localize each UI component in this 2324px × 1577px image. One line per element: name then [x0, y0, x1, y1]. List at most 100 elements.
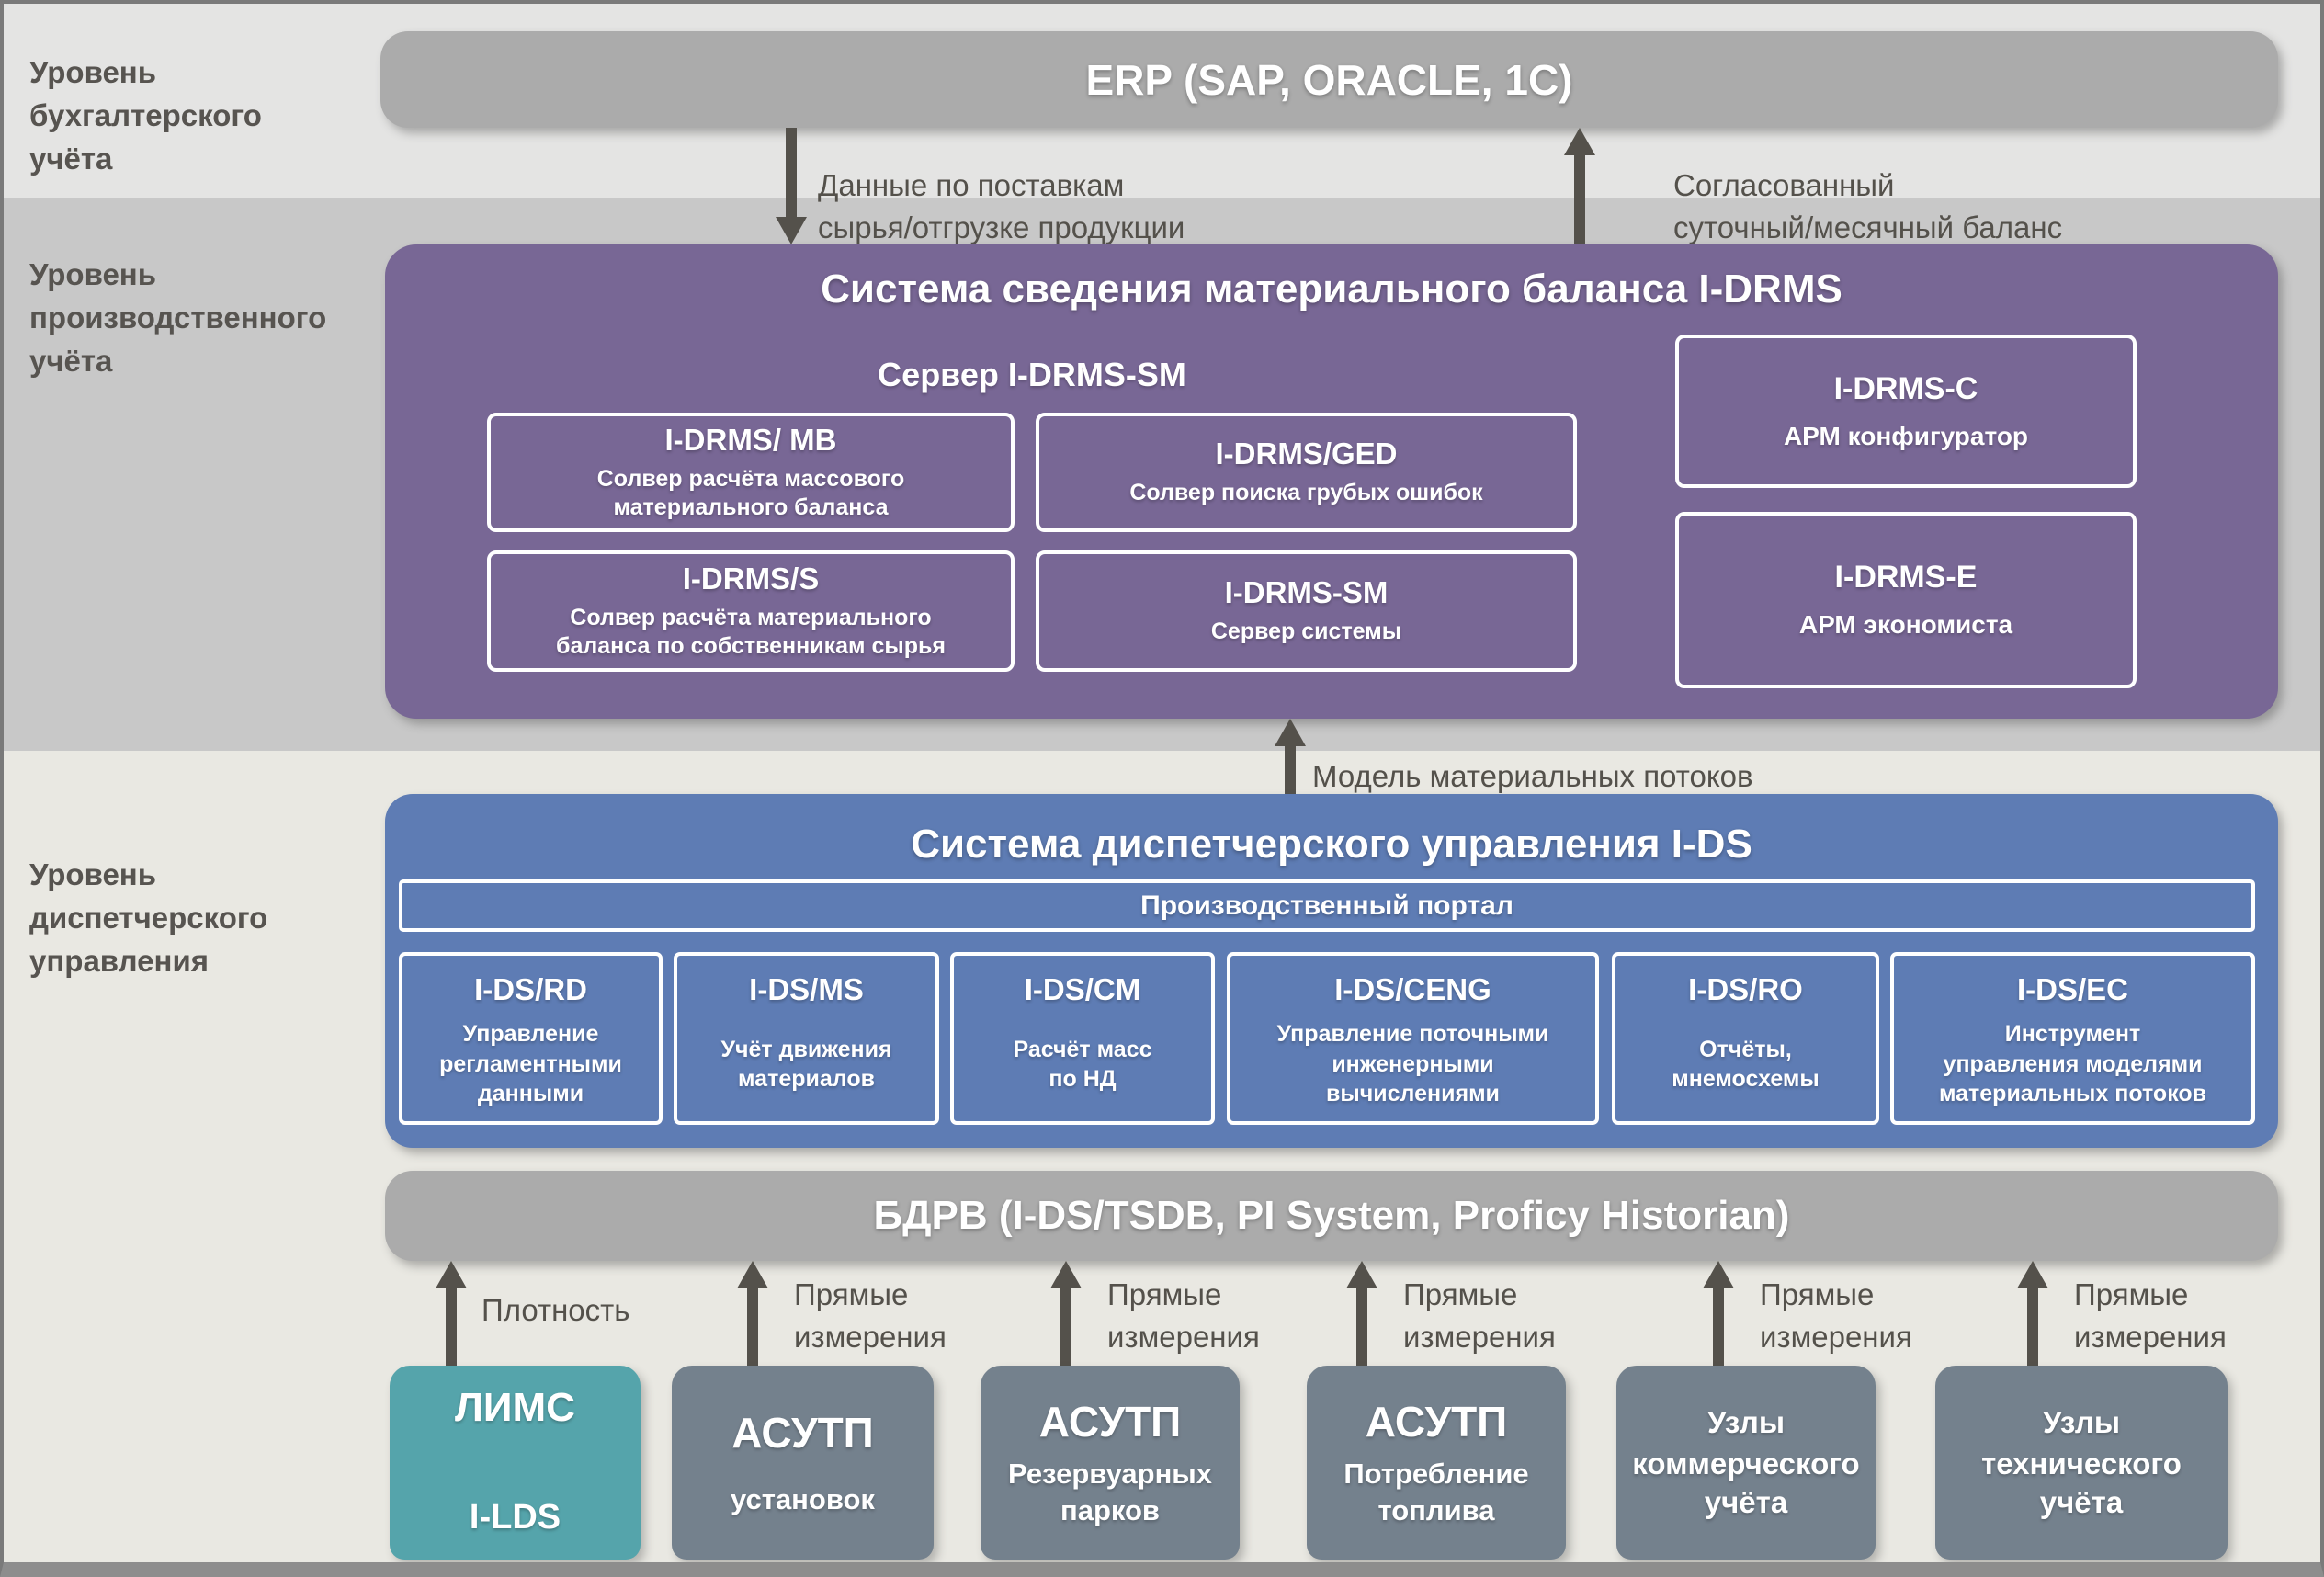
arrow-head — [737, 1261, 768, 1288]
module-code: I-DS/CENG — [1334, 972, 1491, 1006]
ids-module-ec: I-DS/EC Инструмент управления моделями м… — [1890, 952, 2255, 1125]
arrow-up-icon — [736, 1261, 769, 1366]
ids-module-ro: I-DS/RO Отчёты, мнемосхемы — [1612, 952, 1879, 1125]
module-code: I-DS/RO — [1688, 972, 1803, 1006]
ids-module-ms: I-DS/MS Учёт движения материалов — [674, 952, 939, 1125]
ids-module-ceng: I-DS/CENG Управление поточными инженерны… — [1227, 952, 1599, 1125]
idrms-module-mb: I-DRMS/ MB Солвер расчёта массового мате… — [487, 413, 1015, 532]
portal-label: Производственный портал — [1140, 890, 1513, 921]
source-title: Узлы — [1707, 1404, 1785, 1439]
module-code: I-DRMS-E — [1834, 560, 1978, 595]
module-desc: Расчёт масс по НД — [1013, 1036, 1152, 1093]
module-code: I-DRMS/S — [682, 561, 820, 596]
source-box-lims: ЛИМС I-LDS — [390, 1366, 641, 1560]
flow-label-model: Модель материальных потоков — [1312, 759, 1753, 793]
module-code: I-DRMS/ MB — [664, 422, 837, 457]
source-box-technical-metering: Узлы технического учёта — [1935, 1366, 2228, 1560]
module-desc: АРМ экономиста — [1798, 610, 2013, 639]
source-arrow-label-asutp-fuel: Прямые измерения — [1403, 1277, 1556, 1354]
module-code: I-DS/MS — [749, 972, 864, 1006]
idrms-module-ged: I-DRMS/GED Солвер поиска грубых ошибок — [1036, 413, 1577, 532]
module-desc: Солвер поиска грубых ошибок — [1129, 480, 1483, 506]
idrms-module-s: I-DRMS/S Солвер расчёта материального ба… — [487, 550, 1015, 672]
flow-label-idrms-to-erp: Согласованный суточный/месячный баланс — [1673, 168, 2063, 244]
source-box-asutp-fuel: АСУТП Потребление топлива — [1307, 1366, 1566, 1560]
arrow-stem — [1285, 743, 1296, 794]
module-code: I-DRMS/GED — [1215, 437, 1398, 471]
source-title: ЛИМС — [455, 1385, 575, 1431]
source-arrow-label-commercial: Прямые измерения — [1760, 1277, 1912, 1354]
source-arrow-label-asutp-tanks: Прямые измерения — [1107, 1277, 1260, 1354]
source-box-commercial-metering: Узлы коммерческого учёта — [1616, 1366, 1876, 1560]
module-desc: Отчёты, мнемосхемы — [1672, 1036, 1820, 1093]
arrow-down-icon — [775, 128, 808, 244]
idrms-server-label: Сервер I-DRMS-SM — [878, 356, 1186, 393]
source-title: АСУТП — [1365, 1397, 1508, 1446]
arrow-head — [1703, 1261, 1734, 1288]
module-desc: Управление поточными инженерными вычисле… — [1276, 1021, 1549, 1107]
idrms-title: Система сведения материального баланса I… — [821, 267, 1842, 312]
arrow-head — [1050, 1261, 1082, 1288]
flow-label-erp-to-idrms: Данные по поставкам сырья/отгрузке проду… — [818, 168, 1185, 244]
module-desc: Солвер расчёта материального баланса по … — [556, 604, 946, 659]
source-subtitle: I-LDS — [469, 1498, 561, 1537]
arrow-up-icon — [1563, 128, 1596, 244]
source-title: АСУТП — [1038, 1397, 1182, 1446]
module-code: I-DRMS-C — [1833, 370, 1978, 406]
idrms-box: Система сведения материального баланса I… — [385, 244, 2278, 719]
source-subtitle: Потребление топлива — [1343, 1457, 1529, 1526]
idrms-module-sm: I-DRMS-SM Сервер системы — [1036, 550, 1577, 672]
source-arrow-label-lims: Плотность — [482, 1293, 630, 1327]
arrow-head — [1564, 128, 1595, 155]
level-label-dispatch: Уровень диспетчерского управления — [29, 857, 268, 978]
module-code: I-DS/CM — [1024, 972, 1141, 1006]
arrow-head — [1275, 719, 1306, 746]
arrow-stem — [1356, 1285, 1367, 1366]
ids-module-rd: I-DS/RD Управление регламентными данными — [399, 952, 663, 1125]
production-portal-bar: Производственный портал — [399, 879, 2255, 932]
arrow-up-icon — [2016, 1261, 2049, 1366]
level-label-accounting: Уровень бухгалтерского учёта — [29, 55, 262, 176]
arrow-stem — [2027, 1285, 2038, 1366]
idrms-workstation-configurator: I-DRMS-C АРМ конфигуратор — [1675, 335, 2137, 488]
arrow-up-icon — [1274, 719, 1307, 794]
module-desc: Сервер системы — [1210, 618, 1402, 645]
ids-module-cm: I-DS/CM Расчёт масс по НД — [950, 952, 1215, 1125]
level-label-production: Уровень производственного учёта — [29, 257, 327, 378]
source-subtitle: технического учёта — [1981, 1446, 2182, 1519]
erp-title: ERP (SAP, ORACLE, 1C) — [1085, 55, 1573, 104]
arrow-up-icon — [1049, 1261, 1083, 1366]
arrow-stem — [786, 128, 797, 221]
bdrv-title: БДРВ (I-DS/TSDB, PI System, Proficy Hist… — [873, 1193, 1790, 1238]
source-subtitle: установок — [731, 1482, 875, 1515]
module-desc: АРМ конфигуратор — [1783, 421, 2029, 450]
source-box-asutp-tanks: АСУТП Резервуарных парков — [981, 1366, 1240, 1560]
module-desc: Солвер расчёта массового материального б… — [596, 465, 905, 520]
arrow-stem — [1574, 152, 1585, 244]
bdrv-bar: БДРВ (I-DS/TSDB, PI System, Proficy Hist… — [385, 1171, 2278, 1261]
source-arrow-label-technical: Прямые измерения — [2074, 1277, 2227, 1354]
source-subtitle: Резервуарных парков — [1007, 1457, 1213, 1526]
ids-title: Система диспетчерского управления I-DS — [911, 822, 1752, 867]
arrow-up-icon — [1345, 1261, 1378, 1366]
arrow-head — [2017, 1261, 2048, 1288]
module-desc: Учёт движения материалов — [720, 1036, 892, 1093]
source-subtitle: коммерческого учёта — [1632, 1446, 1860, 1519]
arrow-up-icon — [435, 1261, 468, 1366]
source-title: Узлы — [2043, 1404, 2120, 1439]
arrow-head — [776, 217, 807, 244]
source-arrow-label-asutp-units: Прямые измерения — [794, 1277, 947, 1354]
module-code: I-DS/RD — [474, 972, 587, 1006]
arrow-up-icon — [1702, 1261, 1735, 1366]
arrow-stem — [1060, 1285, 1071, 1366]
arrow-head — [436, 1261, 467, 1288]
module-code: I-DRMS-SM — [1224, 575, 1389, 610]
erp-box: ERP (SAP, ORACLE, 1C) — [380, 31, 2278, 128]
module-code: I-DS/EC — [2016, 972, 2128, 1006]
source-box-asutp-units: АСУТП установок — [672, 1366, 934, 1560]
idrms-workstation-economist: I-DRMS-E АРМ экономиста — [1675, 512, 2137, 688]
arrow-stem — [446, 1285, 457, 1366]
module-desc: Инструмент управления моделями материаль… — [1938, 1021, 2207, 1107]
arrow-stem — [1713, 1285, 1724, 1366]
